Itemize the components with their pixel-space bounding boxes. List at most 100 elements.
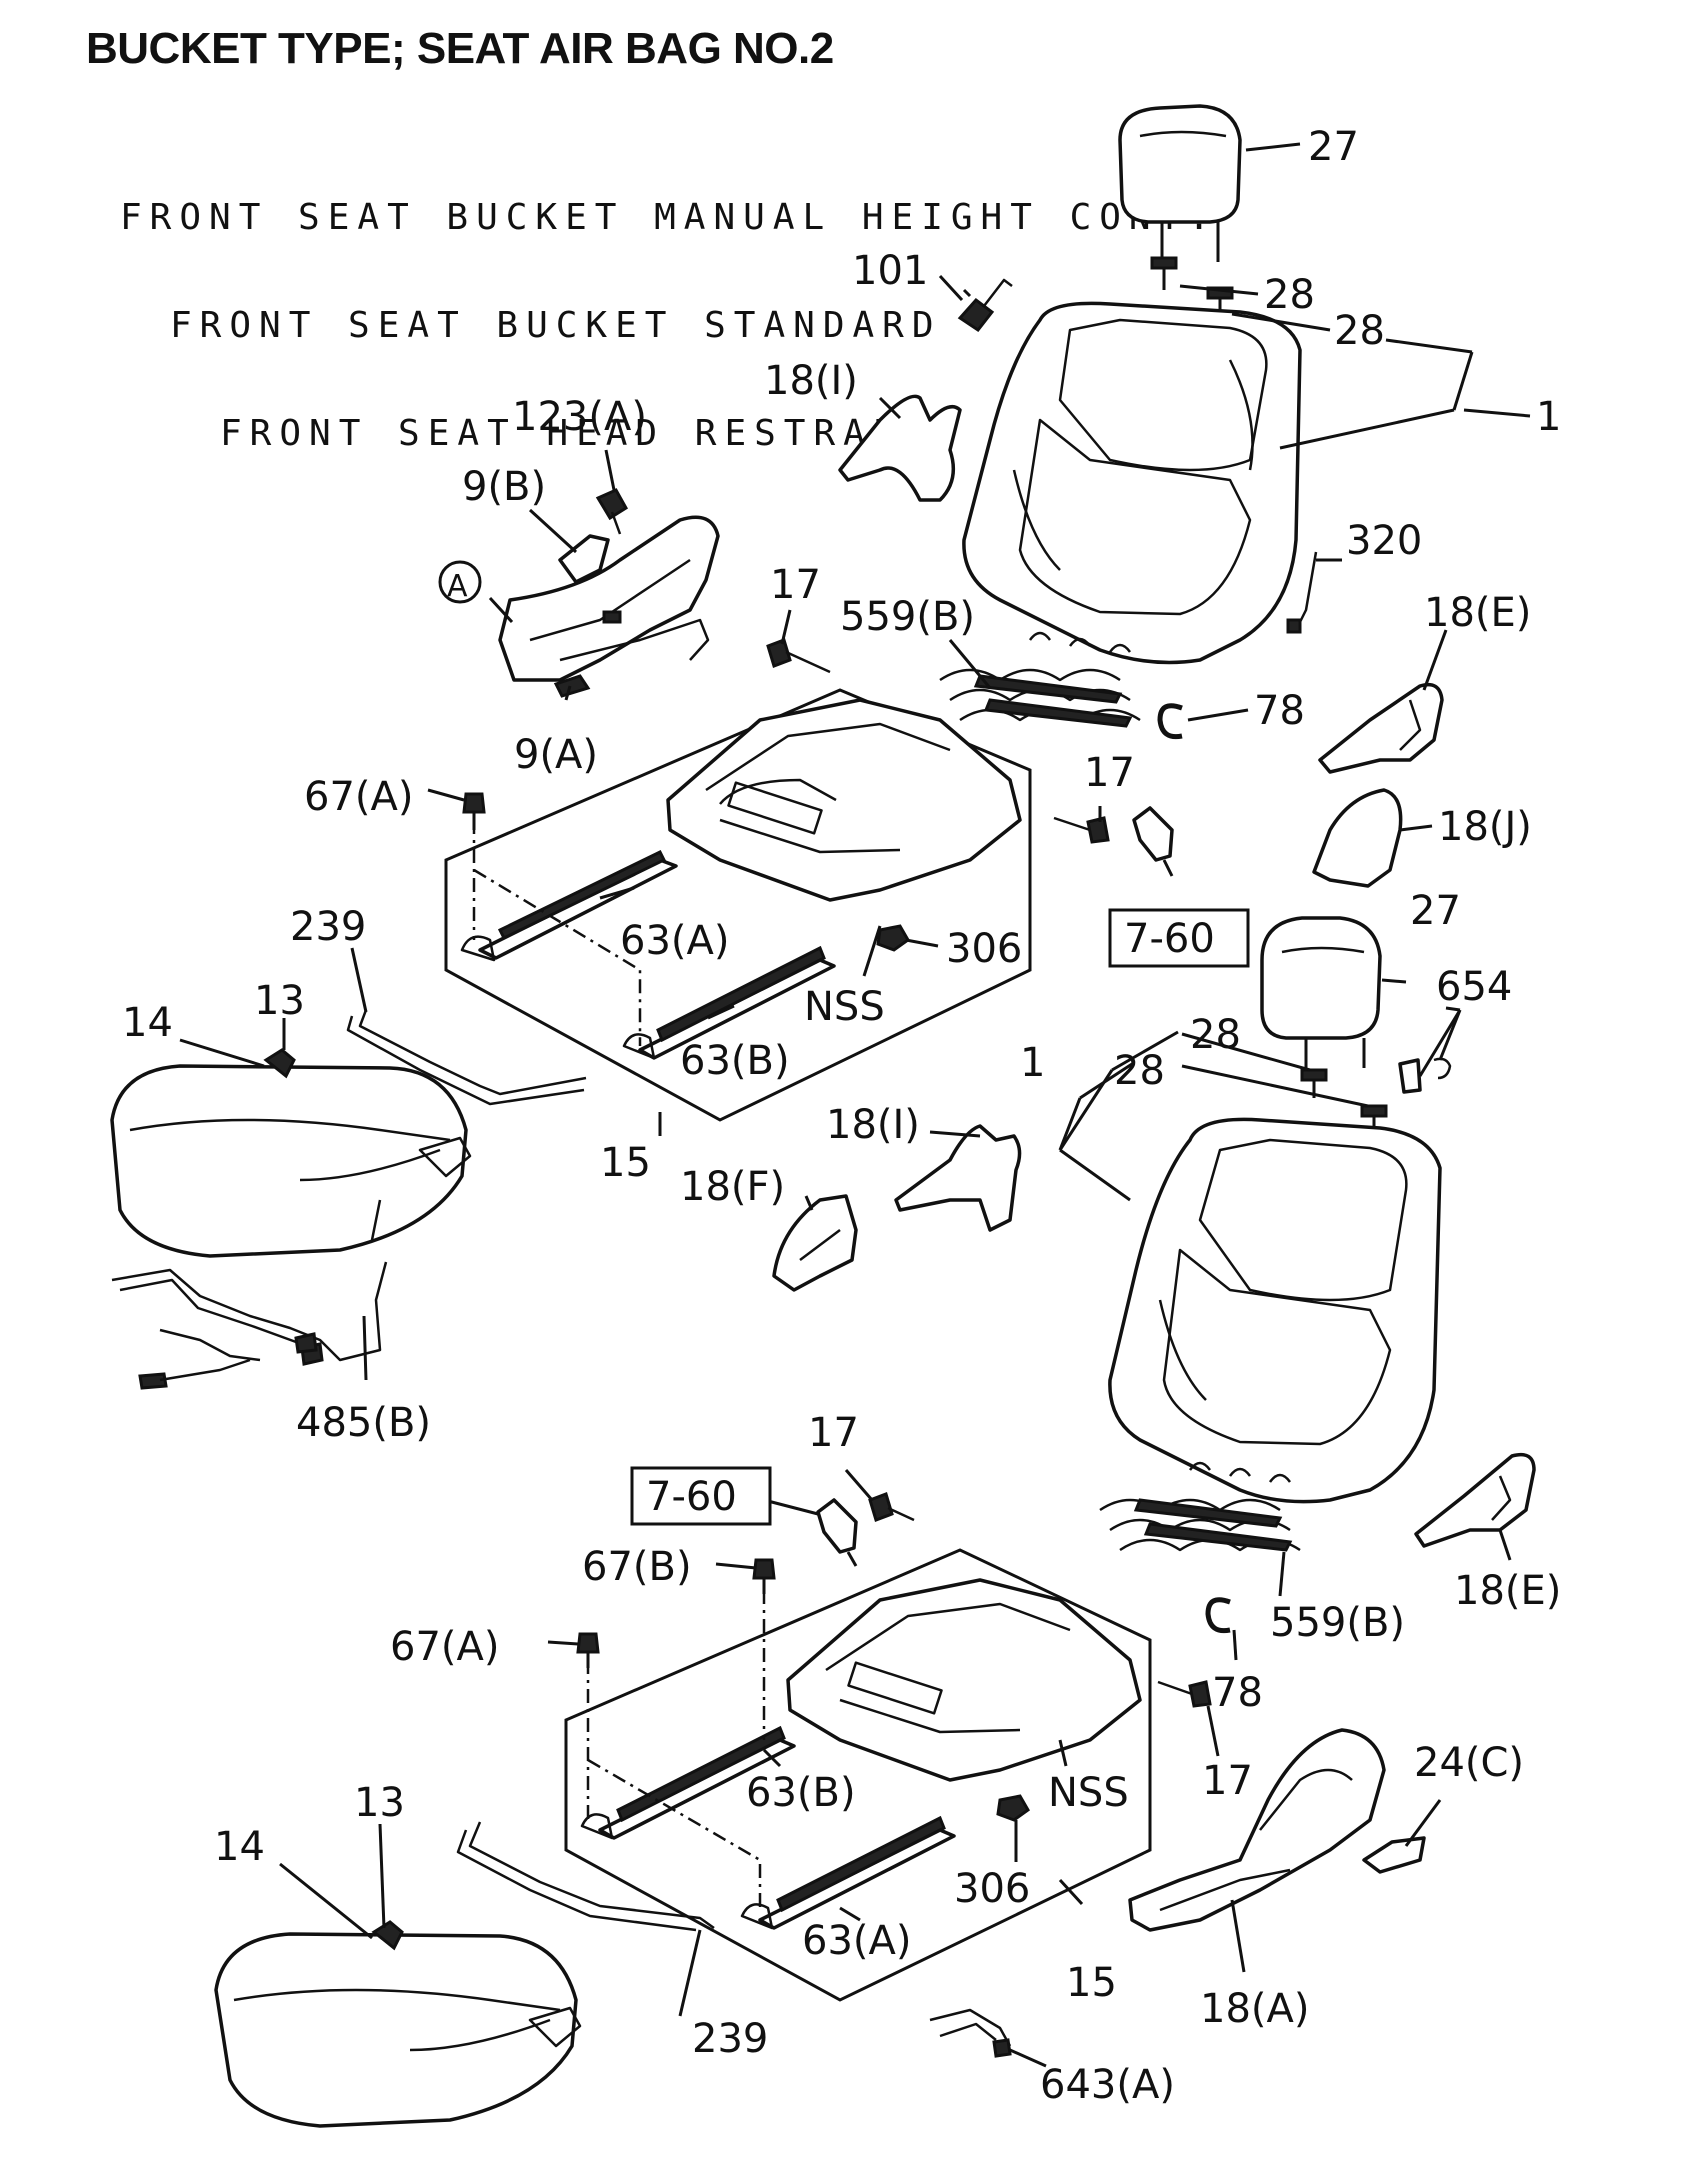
nut-306-upper[interactable]	[876, 924, 910, 952]
wire-239-lower[interactable]	[456, 1821, 715, 1932]
callout-15-lower: 15	[1066, 1960, 1117, 2006]
cushion-upper[interactable]	[110, 1048, 472, 1258]
seat-frame-lower[interactable]	[786, 1578, 1142, 1782]
callout-306-lower: 306	[954, 1866, 1030, 1912]
callout-320: 320	[1346, 518, 1422, 564]
clip-78-upper[interactable]	[1157, 703, 1183, 740]
seatback-lower[interactable]	[1108, 1117, 1442, 1504]
callout-485b: 485(B)	[296, 1400, 431, 1446]
alignment-line-upper	[472, 820, 642, 1046]
bracket-24c[interactable]	[1362, 1836, 1426, 1874]
headrest-upper[interactable]	[1118, 104, 1242, 262]
bolt-17-right[interactable]	[1053, 816, 1110, 844]
spring-mat-559b-upper[interactable]	[939, 631, 1141, 728]
bracket-9b[interactable]	[558, 534, 610, 584]
callout-559b-lower: 559(B)	[1270, 1600, 1405, 1646]
callout-7-60-upper: 7-60	[1108, 908, 1250, 968]
headrest-lower[interactable]	[1260, 916, 1382, 1068]
frame-box-lower[interactable]	[564, 1548, 1152, 2002]
cover-18f[interactable]	[772, 1194, 858, 1292]
cover-18e-lower[interactable]	[1414, 1452, 1536, 1548]
svg-text:7-60: 7-60	[1124, 916, 1215, 962]
bolt-17-lower-b[interactable]	[1157, 1680, 1212, 1708]
buckle-upper[interactable]	[1132, 806, 1174, 877]
seatback-upper[interactable]	[962, 301, 1302, 665]
wire-320[interactable]	[1286, 551, 1318, 634]
callout-78-upper: 78	[1254, 688, 1305, 734]
callout-13-upper: 13	[254, 978, 305, 1024]
callout-18e-upper: 18(E)	[1424, 590, 1531, 636]
wire-239-upper[interactable]	[346, 1009, 587, 1106]
bolt-17-lower-a[interactable]	[868, 1492, 915, 1522]
cushion-lower[interactable]	[214, 1920, 582, 2128]
callout-14-upper: 14	[122, 1000, 173, 1046]
callout-14-lower: 14	[214, 1824, 265, 1870]
callout-13-lower: 13	[354, 1780, 405, 1826]
rail-63a-upper[interactable]	[460, 850, 678, 962]
svg-text:A: A	[447, 569, 468, 604]
callout-a-circle: A	[438, 560, 482, 604]
callout-18i-lower: 18(I)	[826, 1102, 920, 1148]
callout-18a: 18(A)	[1200, 1986, 1309, 2032]
bracket-9a[interactable]	[553, 674, 591, 698]
bolt-67a-upper[interactable]	[462, 792, 486, 830]
harness-643a[interactable]	[929, 2008, 1012, 2058]
rail-63b-upper[interactable]	[622, 945, 836, 1060]
callout-643a: 643(A)	[1040, 2062, 1175, 2108]
callout-63b-lower: 63(B)	[746, 1770, 856, 1816]
nut-306-lower[interactable]	[996, 1794, 1030, 1822]
seat-frame-upper[interactable]	[666, 698, 1022, 902]
headrest-guide-upper-1[interactable]	[1150, 256, 1178, 290]
callout-67a-lower: 67(A)	[390, 1624, 499, 1670]
callout-17-right: 17	[1084, 750, 1135, 796]
side-shield-upper[interactable]	[498, 515, 720, 682]
side-shield-18a[interactable]	[1128, 1728, 1386, 1932]
callout-67b: 67(B)	[582, 1544, 692, 1590]
callout-17-lower-a: 17	[808, 1410, 859, 1456]
harness-485b[interactable]	[111, 1261, 388, 1390]
buckle-lower[interactable]	[816, 1498, 858, 1567]
callout-28-lower-b: 28	[1114, 1048, 1165, 1094]
callout-63a-upper: 63(A)	[620, 918, 729, 964]
callout-63b-upper: 63(B)	[680, 1038, 790, 1084]
cover-18i-upper[interactable]	[838, 394, 962, 502]
component-654[interactable]	[1398, 1057, 1452, 1094]
alignment-line-lower	[586, 1590, 766, 1910]
cover-18e-upper[interactable]	[1318, 682, 1444, 774]
callout-239-upper: 239	[290, 904, 366, 950]
svg-text:7-60: 7-60	[646, 1474, 737, 1520]
bolt-67b[interactable]	[752, 1558, 776, 1594]
callout-28-upper-a: 28	[1264, 272, 1315, 318]
frame-box-upper[interactable]	[444, 688, 1032, 1122]
callout-labels: 27 28 28 1 101 18(I) 123(A) 9(B) A 9(A) …	[122, 124, 1561, 2108]
spring-mat-559b-lower[interactable]	[1099, 1461, 1301, 1552]
callout-654: 654	[1436, 964, 1512, 1010]
callout-1-upper: 1	[1536, 394, 1561, 440]
rail-63a-lower[interactable]	[740, 1815, 956, 1930]
bolt-17-upper[interactable]	[766, 638, 831, 674]
screw-123a[interactable]	[595, 488, 629, 535]
callout-nss-upper: NSS	[804, 984, 885, 1030]
subtitle-line-1: FRONT SEAT BUCKET MANUAL HEIGHT CONT.	[120, 197, 1218, 238]
callout-24c: 24(C)	[1414, 1740, 1524, 1786]
callout-17-upper: 17	[770, 562, 821, 608]
leader-lines	[179, 142, 1531, 2068]
callout-15-upper: 15	[600, 1140, 651, 1186]
clip-78-lower[interactable]	[1205, 1597, 1231, 1634]
callout-18e-lower: 18(E)	[1454, 1568, 1561, 1614]
page-title: BUCKET TYPE; SEAT AIR BAG NO.2	[86, 24, 834, 73]
cover-18i-lower[interactable]	[894, 1124, 1022, 1232]
callout-9a: 9(A)	[514, 732, 598, 778]
callout-239-lower: 239	[692, 2016, 768, 2062]
callout-28-upper-b: 28	[1334, 308, 1385, 354]
cover-18j[interactable]	[1312, 788, 1403, 888]
rail-63b-lower[interactable]	[580, 1725, 796, 1840]
callout-123a: 123(A)	[512, 394, 647, 440]
callout-17-lower-b: 17	[1202, 1758, 1253, 1804]
bolt-101[interactable]	[957, 278, 1013, 333]
callout-78-lower: 78	[1212, 1670, 1263, 1716]
callout-27-upper: 27	[1308, 124, 1359, 170]
callout-7-60-lower: 7-60	[630, 1466, 772, 1526]
callout-306-upper: 306	[946, 926, 1022, 972]
